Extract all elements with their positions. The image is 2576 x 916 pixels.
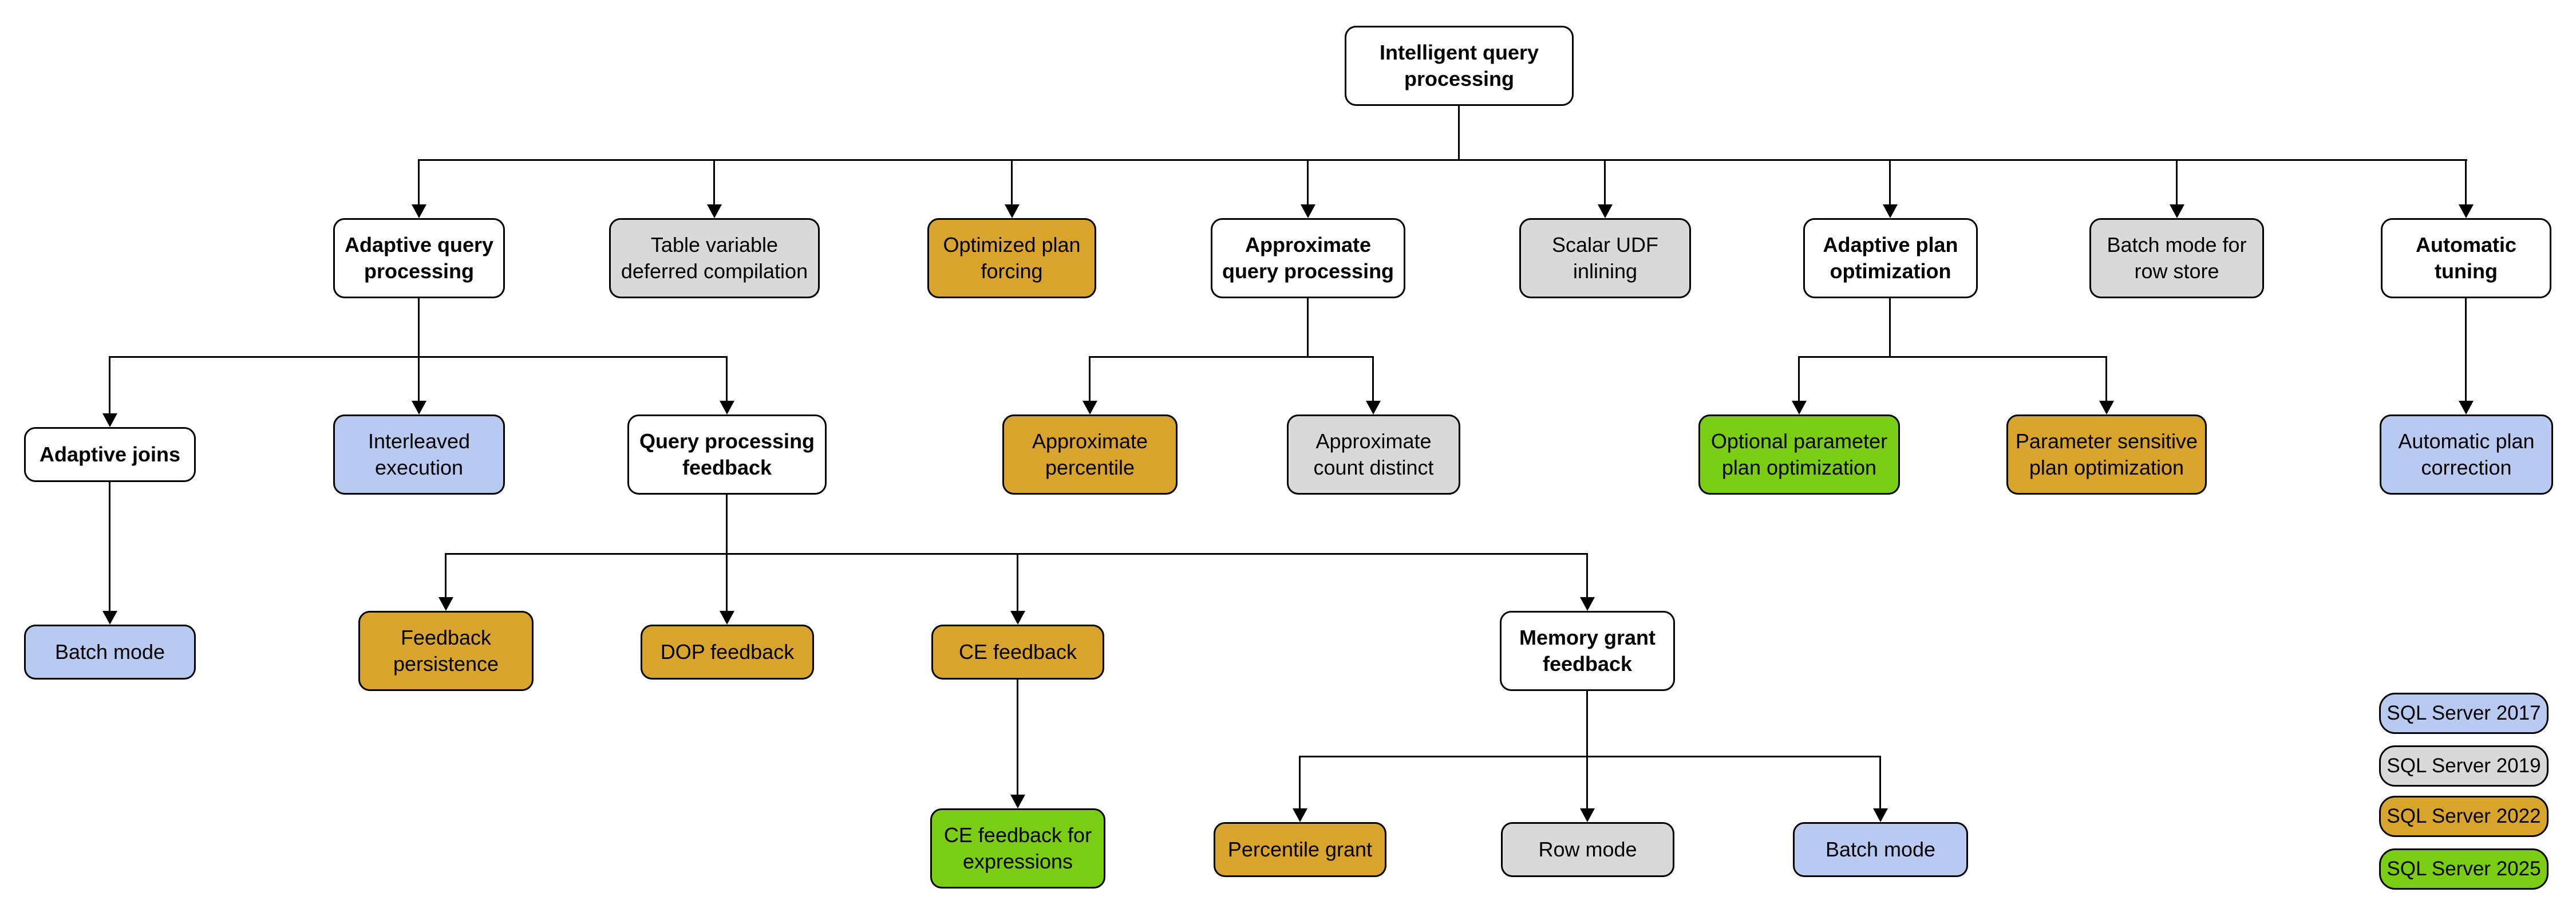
- arrow-down-icon: [2459, 204, 2474, 218]
- connector-line: [418, 356, 420, 401]
- arrow-down-icon: [2099, 401, 2114, 414]
- connector-line: [1586, 691, 1588, 756]
- arrow-down-icon: [720, 401, 734, 414]
- connector-line: [726, 495, 728, 553]
- arrow-down-icon: [1366, 401, 1381, 414]
- legend-sql-server-2022: SQL Server 2022: [2379, 796, 2549, 837]
- legend-sql-server-2025: SQL Server 2025: [2379, 848, 2549, 890]
- node-ce-feedback: CE feedback: [931, 625, 1104, 680]
- arrow-down-icon: [102, 413, 117, 427]
- arrow-down-icon: [1792, 401, 1807, 414]
- connector-line: [1879, 756, 1881, 808]
- connector-line: [1889, 298, 1891, 356]
- connector-line: [445, 553, 447, 597]
- arrow-down-icon: [102, 611, 117, 625]
- connector-line: [713, 159, 715, 205]
- node-adaptive-query-processing: Adaptive query processing: [333, 218, 505, 298]
- arrow-down-icon: [1580, 808, 1595, 822]
- node-interleaved-execution: Interleaved execution: [333, 414, 505, 495]
- node-parameter-sensitive-plan-optimization: Parameter sensitive plan optimization: [2006, 414, 2207, 495]
- arrow-down-icon: [438, 597, 453, 611]
- connector-line: [2105, 356, 2107, 401]
- connector-line: [418, 159, 420, 205]
- connector-line: [1011, 159, 1013, 205]
- node-intelligent-query-processing: Intelligent query processing: [1345, 26, 1574, 106]
- connector-line: [1299, 756, 1301, 808]
- connector-line: [1372, 356, 1374, 401]
- node-ce-feedback-for-expressions: CE feedback for expressions: [930, 808, 1105, 889]
- connector-line: [419, 159, 2467, 161]
- node-table-variable-deferred-compilation: Table variable deferred compilation: [609, 218, 820, 298]
- node-optional-parameter-plan-optimization: Optional parameter plan optimization: [1698, 414, 1900, 495]
- connector-line: [726, 553, 728, 611]
- node-approximate-query-processing: Approximate query processing: [1211, 218, 1405, 298]
- arrow-down-icon: [1005, 204, 1020, 218]
- node-memory-grant-feedback: Memory grant feedback: [1500, 611, 1675, 691]
- legend-sql-server-2017: SQL Server 2017: [2379, 693, 2549, 734]
- connector-line: [1798, 356, 1800, 401]
- connector-line: [1089, 356, 1091, 401]
- node-approximate-count-distinct: Approximate count distinct: [1287, 414, 1460, 495]
- node-approximate-percentile: Approximate percentile: [1002, 414, 1178, 495]
- node-batch-mode-adaptive-joins: Batch mode: [24, 625, 196, 680]
- node-batch-mode-for-row-store: Batch mode for row store: [2089, 218, 2264, 298]
- connector-line: [2176, 159, 2178, 205]
- connector-line: [418, 298, 420, 356]
- arrow-down-icon: [707, 204, 722, 218]
- node-adaptive-plan-optimization: Adaptive plan optimization: [1803, 218, 1978, 298]
- node-dop-feedback: DOP feedback: [641, 625, 814, 680]
- node-optimized-plan-forcing: Optimized plan forcing: [927, 218, 1096, 298]
- arrow-down-icon: [1301, 204, 1315, 218]
- connector-line: [1299, 756, 1880, 757]
- arrow-down-icon: [1580, 597, 1595, 611]
- node-automatic-tuning: Automatic tuning: [2381, 218, 2551, 298]
- node-percentile-grant: Percentile grant: [1214, 822, 1386, 877]
- connector-line: [1017, 680, 1018, 795]
- connector-line: [1307, 298, 1309, 356]
- connector-line: [109, 356, 110, 413]
- arrow-down-icon: [1010, 795, 1025, 808]
- arrow-down-icon: [1598, 204, 1613, 218]
- connector-line: [1089, 356, 1373, 358]
- arrow-down-icon: [1010, 611, 1025, 625]
- legend-sql-server-2019: SQL Server 2019: [2379, 745, 2549, 787]
- node-query-processing-feedback: Query processing feedback: [627, 414, 827, 495]
- arrow-down-icon: [2459, 401, 2474, 414]
- arrow-down-icon: [1883, 204, 1898, 218]
- connector-line: [1604, 159, 1606, 205]
- connector-line: [726, 356, 728, 401]
- connector-line: [445, 553, 1587, 555]
- connector-line: [2465, 159, 2467, 205]
- node-scalar-udf-inlining: Scalar UDF inlining: [1519, 218, 1691, 298]
- connector-line: [1458, 106, 1460, 159]
- node-row-mode: Row mode: [1501, 822, 1674, 877]
- connector-line: [1017, 553, 1018, 611]
- connector-line: [1586, 756, 1588, 808]
- arrow-down-icon: [412, 204, 426, 218]
- node-batch-mode-memory-grant: Batch mode: [1793, 822, 1968, 877]
- node-feedback-persistence: Feedback persistence: [358, 611, 534, 691]
- node-automatic-plan-correction: Automatic plan correction: [2380, 414, 2553, 495]
- arrow-down-icon: [1873, 808, 1888, 822]
- arrow-down-icon: [2170, 204, 2184, 218]
- arrow-down-icon: [1293, 808, 1307, 822]
- connector-line: [2465, 298, 2467, 401]
- connector-line: [109, 482, 110, 611]
- arrow-down-icon: [1082, 401, 1097, 414]
- connector-line: [1307, 159, 1309, 205]
- connector-line: [1889, 159, 1891, 205]
- connector-line: [1798, 356, 2107, 358]
- arrow-down-icon: [720, 611, 734, 625]
- node-adaptive-joins: Adaptive joins: [24, 427, 196, 482]
- connector-line: [1586, 553, 1588, 597]
- arrow-down-icon: [412, 401, 426, 414]
